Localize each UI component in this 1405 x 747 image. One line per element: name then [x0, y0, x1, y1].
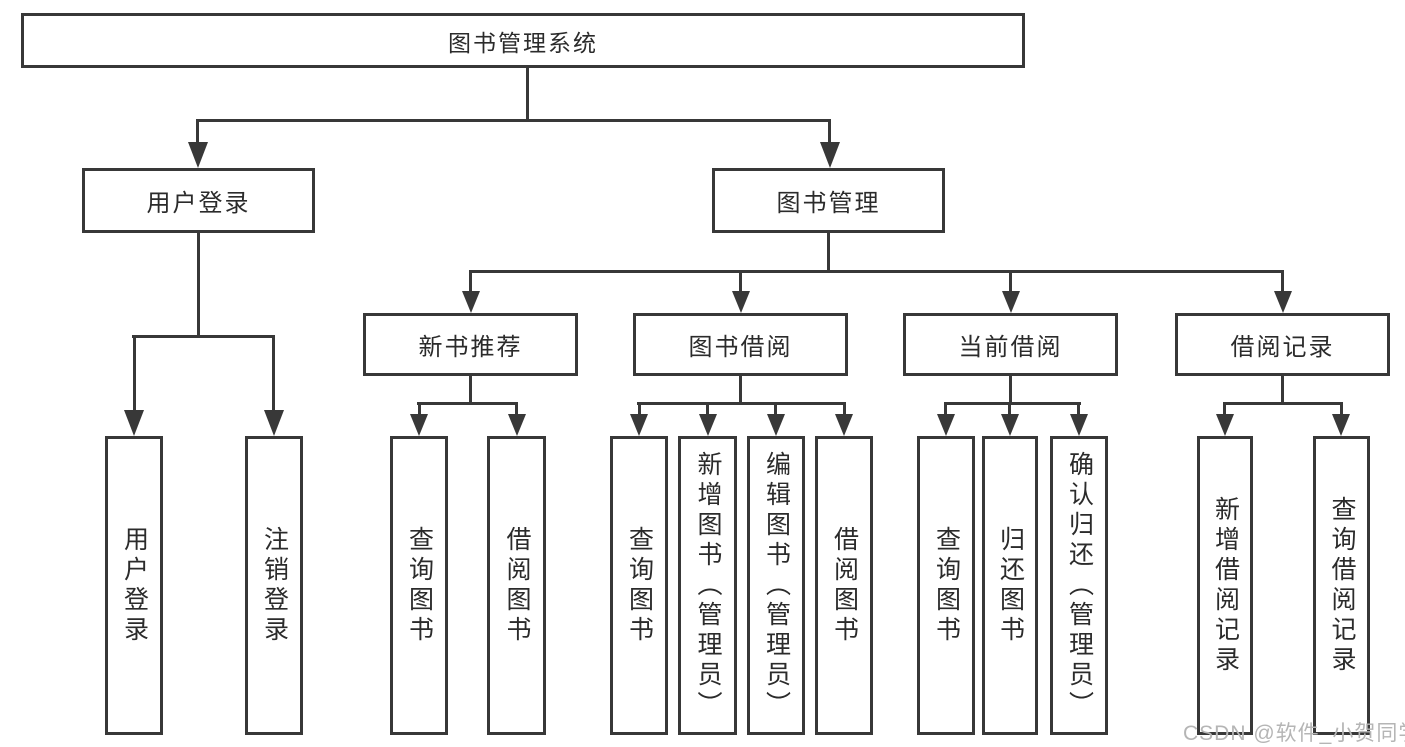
arrow-down-icon: [188, 142, 208, 168]
leaf-current-query-books: 查询图书: [917, 436, 975, 735]
connector-line: [469, 270, 1284, 273]
arrow-down-icon: [1274, 291, 1292, 313]
node-new-book-recommend-label: 新书推荐: [418, 334, 523, 361]
connector-line: [469, 376, 472, 405]
connector-line: [828, 122, 831, 146]
leaf-current-confirm-return-admin: 确认归还（管理员）: [1050, 436, 1108, 735]
leaf-records-query-record-label: 查询借阅记录: [1328, 495, 1356, 676]
leaf-recommend-borrow-books-label: 借阅图书: [503, 525, 531, 646]
leaf-borrow-borrow-books-label: 借阅图书: [830, 525, 859, 646]
connector-line: [1340, 405, 1343, 416]
connector-line: [132, 335, 275, 338]
node-borrow-records: 借阅记录: [1175, 313, 1390, 376]
leaf-logout: 注销登录: [245, 436, 303, 735]
leaf-records-add-record: 新增借阅记录: [1197, 436, 1253, 735]
arrow-down-icon: [410, 414, 428, 436]
node-book-borrow: 图书借阅: [633, 313, 848, 376]
connector-line: [774, 405, 777, 416]
csdn-watermark: CSDN @软件_小贺同学: [1183, 722, 1405, 745]
connector-line: [417, 402, 518, 405]
connector-line: [1077, 405, 1080, 416]
connector-line: [196, 122, 199, 146]
node-user-login-group-label: 用户登录: [146, 190, 251, 217]
node-book-borrow-label: 图书借阅: [688, 334, 793, 361]
node-new-book-recommend: 新书推荐: [363, 313, 578, 376]
arrow-down-icon: [630, 414, 648, 436]
connector-line: [469, 273, 472, 293]
connector-line: [272, 338, 275, 412]
connector-line: [1223, 405, 1226, 416]
connector-line: [1281, 376, 1284, 405]
connector-line: [1281, 273, 1284, 293]
connector-line: [638, 405, 641, 416]
node-book-management-label: 图书管理: [776, 190, 881, 217]
connector-line: [526, 68, 529, 122]
node-current-borrow-label: 当前借阅: [958, 334, 1063, 361]
connector-line: [1009, 376, 1012, 405]
connector-line: [944, 402, 1081, 405]
arrow-down-icon: [835, 414, 853, 436]
leaf-borrow-query-books: 查询图书: [610, 436, 668, 735]
arrow-down-icon: [1070, 414, 1088, 436]
connector-line: [1009, 273, 1012, 293]
node-book-management: 图书管理: [712, 168, 945, 233]
leaf-user-login-label: 用户登录: [120, 525, 149, 646]
arrow-down-icon: [820, 142, 840, 168]
connector-line: [133, 338, 136, 412]
leaf-records-add-record-label: 新增借阅记录: [1211, 495, 1240, 676]
arrow-down-icon: [1216, 414, 1234, 436]
arrow-down-icon: [264, 410, 284, 436]
leaf-borrow-add-books-admin: 新增图书（管理员）: [678, 436, 737, 735]
connector-line: [1008, 405, 1011, 416]
leaf-recommend-borrow-books: 借阅图书: [487, 436, 546, 735]
connector-line: [418, 405, 421, 416]
leaf-borrow-edit-books-admin: 编辑图书（管理员）: [747, 436, 805, 735]
leaf-recommend-query-books-label: 查询图书: [405, 525, 434, 646]
node-borrow-records-label: 借阅记录: [1230, 334, 1335, 361]
connector-line: [843, 405, 846, 416]
arrow-down-icon: [1332, 414, 1350, 436]
connector-line: [739, 376, 742, 405]
connector-line: [197, 233, 200, 338]
leaf-records-query-record: 查询借阅记录: [1313, 436, 1370, 735]
arrow-down-icon: [124, 410, 144, 436]
leaf-current-query-books-label: 查询图书: [932, 525, 961, 646]
connector-line: [196, 119, 831, 122]
node-root-label: 图书管理系统: [448, 29, 598, 56]
node-root: 图书管理系统: [21, 13, 1025, 68]
arrow-down-icon: [1002, 291, 1020, 313]
leaf-borrow-query-books-label: 查询图书: [625, 525, 654, 646]
connector-line: [515, 405, 518, 416]
leaf-recommend-query-books: 查询图书: [390, 436, 448, 735]
connector-line: [739, 273, 742, 293]
connector-line: [1223, 402, 1343, 405]
arrow-down-icon: [937, 414, 955, 436]
connector-line: [637, 402, 846, 405]
leaf-current-return-books-label: 归还图书: [996, 525, 1025, 646]
arrow-down-icon: [699, 414, 717, 436]
leaf-borrow-edit-books-admin-label: 编辑图书（管理员）: [762, 450, 791, 721]
node-user-login-group: 用户登录: [82, 168, 315, 233]
arrow-down-icon: [508, 414, 526, 436]
leaf-current-confirm-return-admin-label: 确认归还（管理员）: [1065, 450, 1094, 721]
arrow-down-icon: [732, 291, 750, 313]
arrow-down-icon: [462, 291, 480, 313]
arrow-down-icon: [1001, 414, 1019, 436]
arrow-down-icon: [767, 414, 785, 436]
connector-line: [944, 405, 947, 416]
leaf-logout-label: 注销登录: [260, 525, 289, 646]
node-current-borrow: 当前借阅: [903, 313, 1118, 376]
leaf-user-login: 用户登录: [105, 436, 163, 735]
leaf-borrow-borrow-books: 借阅图书: [815, 436, 873, 735]
connector-line: [827, 233, 830, 273]
connector-line: [706, 405, 709, 416]
leaf-borrow-add-books-admin-label: 新增图书（管理员）: [694, 450, 722, 721]
leaf-current-return-books: 归还图书: [982, 436, 1038, 735]
